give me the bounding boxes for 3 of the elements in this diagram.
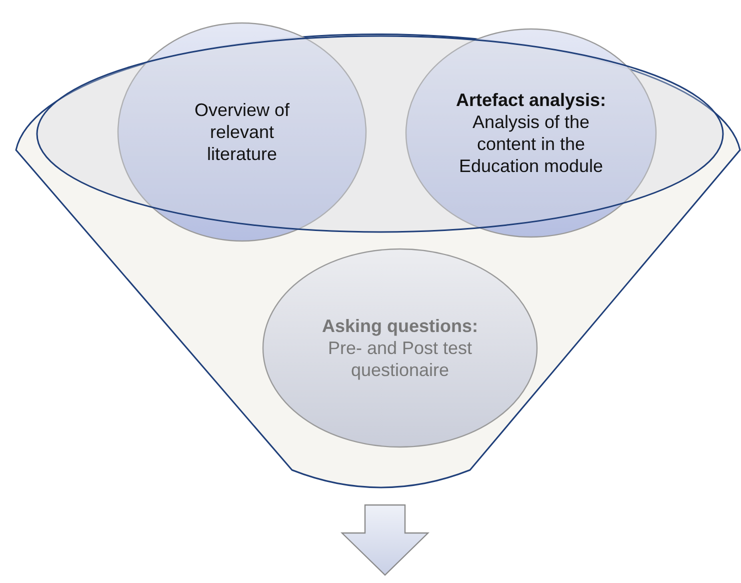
node-label: Overview of relevant literature [193, 99, 291, 165]
node-label: Asking questions: Pre- and Post test questionaire [320, 315, 479, 381]
node-label: Artefact analysis: Analysis of the content in the Education module [454, 89, 608, 177]
